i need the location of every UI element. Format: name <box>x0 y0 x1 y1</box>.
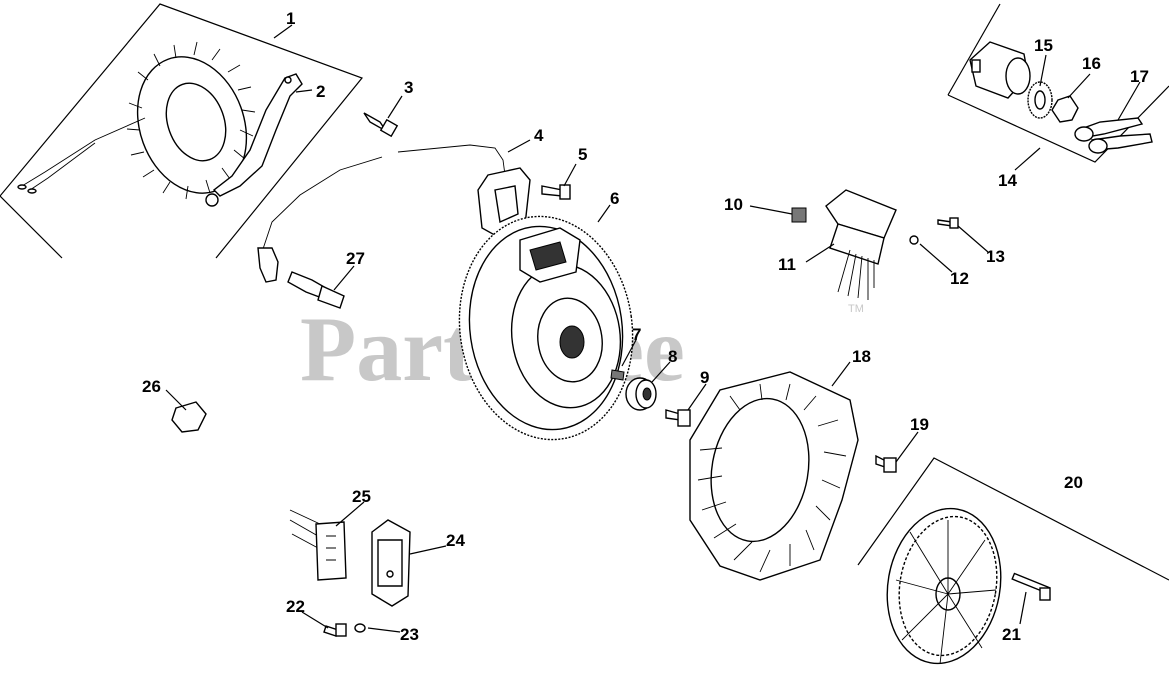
screen-bolt <box>1011 572 1051 601</box>
callout-27[interactable]: 27 <box>346 249 365 268</box>
grass-screen <box>886 507 1002 665</box>
callout-9[interactable]: 9 <box>700 368 709 387</box>
stator-group <box>0 3 363 259</box>
callout-22[interactable]: 22 <box>286 597 305 616</box>
screw-9 <box>665 409 691 427</box>
lock-washer <box>1027 81 1053 119</box>
screw-13 <box>937 217 959 229</box>
switch-group-frame-top <box>947 3 1001 96</box>
callout-26[interactable]: 26 <box>142 377 161 396</box>
flywheel <box>458 215 634 441</box>
watermark-trademark: TM <box>848 303 864 315</box>
ignition-switch <box>969 41 1031 99</box>
screen-group-frame <box>857 457 1169 581</box>
callout-18[interactable]: 18 <box>852 347 871 366</box>
callout-23[interactable]: 23 <box>400 625 419 644</box>
washer-23 <box>354 623 366 633</box>
rectifier-regulator <box>371 519 411 607</box>
callout-7[interactable]: 7 <box>632 325 641 344</box>
callout-21[interactable]: 21 <box>1002 625 1021 644</box>
stator-bracket <box>205 73 303 207</box>
stator-group-frame-lower <box>0 195 63 259</box>
stator <box>17 41 256 200</box>
bolt-3 <box>363 112 399 138</box>
square-nut <box>791 207 807 223</box>
screw-19 <box>875 454 897 473</box>
wire-connector <box>289 509 347 581</box>
wire-clamp <box>171 401 207 433</box>
callout-12[interactable]: 12 <box>950 269 969 288</box>
callout-24[interactable]: 24 <box>446 531 465 550</box>
callout-10[interactable]: 10 <box>724 195 743 214</box>
flywheel-washer <box>625 377 657 411</box>
callout-8[interactable]: 8 <box>668 347 677 366</box>
callout-15[interactable]: 15 <box>1034 36 1053 55</box>
spark-plug <box>287 271 345 309</box>
grass-screen-group <box>857 457 1169 665</box>
bolt-5 <box>541 184 571 200</box>
switch-group-frame-bottom <box>947 85 1169 163</box>
stator-group-frame <box>0 3 363 259</box>
switch-nut <box>1051 95 1079 123</box>
callout-16[interactable]: 16 <box>1082 54 1101 73</box>
callout-20[interactable]: 20 <box>1064 473 1083 492</box>
blower-housing <box>689 371 859 581</box>
ignition-switch-group <box>947 3 1169 163</box>
ignition-module <box>825 189 897 300</box>
callout-6[interactable]: 6 <box>610 189 619 208</box>
callout-13[interactable]: 13 <box>986 247 1005 266</box>
callout-1[interactable]: 1 <box>286 9 295 28</box>
callout-5[interactable]: 5 <box>578 145 587 164</box>
callout-2[interactable]: 2 <box>316 82 325 101</box>
callout-labels: 1 2 3 4 5 6 7 8 9 10 11 12 13 14 15 16 1… <box>142 9 1149 644</box>
callout-14[interactable]: 14 <box>998 171 1017 190</box>
screw-22 <box>323 623 347 637</box>
callout-4[interactable]: 4 <box>534 126 544 145</box>
washer-12 <box>909 235 919 245</box>
ignition-keys <box>1074 117 1153 154</box>
callout-11[interactable]: 11 <box>778 255 796 274</box>
callout-17[interactable]: 17 <box>1130 67 1149 86</box>
callout-19[interactable]: 19 <box>910 415 929 434</box>
flywheel-key <box>610 369 625 381</box>
callout-25[interactable]: 25 <box>352 487 371 506</box>
callout-3[interactable]: 3 <box>404 78 413 97</box>
leader-lines <box>165 24 1141 633</box>
